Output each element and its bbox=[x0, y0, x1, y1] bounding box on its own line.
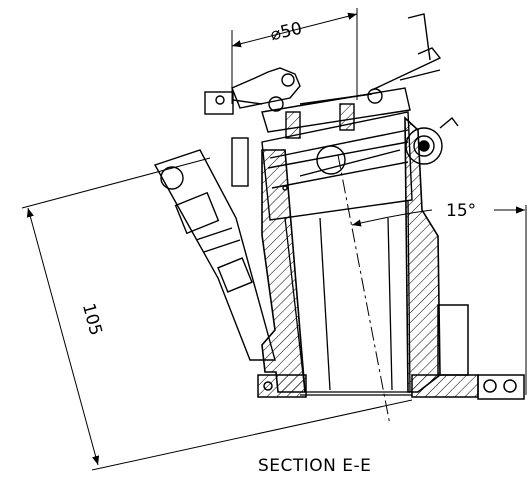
base-flange bbox=[257, 304, 525, 400]
centerline bbox=[337, 154, 391, 426]
angle-label: 15° bbox=[446, 201, 476, 221]
left-actuator bbox=[204, 91, 263, 187]
throttle-body bbox=[261, 111, 413, 221]
right-sensor bbox=[405, 116, 459, 165]
bore bbox=[284, 199, 412, 396]
diameter-dimension bbox=[231, 8, 358, 104]
length-label: 105 bbox=[78, 301, 106, 338]
length-dimension bbox=[21, 157, 413, 471]
diameter-label: ⌀50 bbox=[268, 19, 304, 46]
section-label: SECTION E-E bbox=[258, 456, 371, 476]
angle-dimension bbox=[351, 205, 527, 395]
top-linkage bbox=[231, 13, 442, 139]
side-connector bbox=[153, 149, 276, 361]
casing-left-wall bbox=[261, 149, 306, 393]
